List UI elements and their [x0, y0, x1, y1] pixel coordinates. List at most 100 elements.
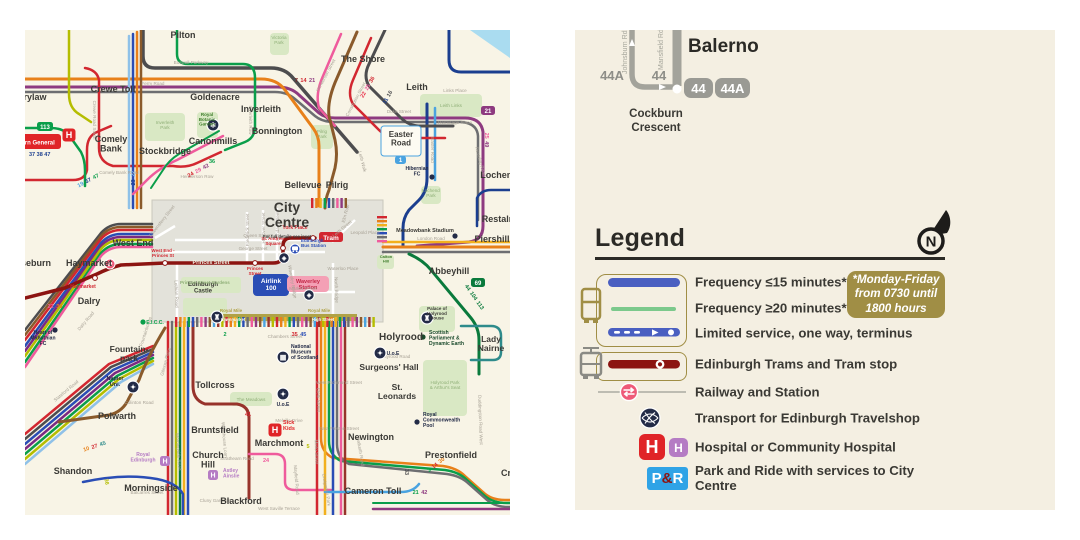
railway-glyph: ⇄	[107, 260, 112, 268]
street-label: Duke Street	[387, 109, 412, 114]
park-area	[230, 392, 272, 406]
legend-item-travelshop: Transport for Edinburgh Travelshop	[695, 410, 920, 426]
legend-item-tram: Edinburgh Trams and Tram stop	[695, 356, 898, 372]
route-tick	[250, 317, 253, 327]
service-hours-note: *Monday-Friday from 0730 until 1800 hour…	[847, 271, 945, 318]
route-numbers: 5	[306, 444, 309, 450]
route-tick	[225, 317, 228, 327]
place-label: Haymarket	[66, 258, 112, 268]
hospital-letter: H	[645, 436, 659, 457]
route-tick	[377, 224, 387, 227]
bus-glyph	[292, 250, 295, 253]
bus-route-line	[150, 130, 220, 189]
tram-line	[25, 236, 317, 300]
railway-line-sample	[598, 391, 686, 393]
compass-letter: N	[926, 234, 937, 251]
bus-route-line	[25, 347, 155, 441]
bus-route-line	[335, 320, 510, 509]
community-hospital-letter: H	[674, 440, 683, 455]
stop-name-line2: Crescent	[631, 122, 680, 134]
one-way-arrow-up-icon	[629, 39, 635, 46]
route-number-badge-text: 21	[485, 109, 492, 115]
hospital-letter: H	[162, 459, 167, 466]
place-label: St.Leonards	[378, 382, 417, 401]
place-label: Goldenacre	[190, 92, 240, 102]
poi-label: Royal Mile	[220, 308, 243, 313]
bus-route-line	[131, 134, 225, 196]
calton-hill-park	[377, 255, 394, 269]
street-label: Leopold Place	[350, 230, 380, 235]
railway-station-icon	[619, 382, 639, 402]
street-label: Henderson Row	[181, 174, 215, 179]
hospital-letter: H	[210, 473, 215, 480]
terminus-label: Balerno	[688, 36, 759, 57]
bus-route-line	[323, 482, 421, 494]
edinburgh-network-map: EasterRoadWestern GeneralAirlink100Waver…	[25, 30, 510, 515]
royal-mile-band	[211, 314, 357, 321]
landmark-icon	[373, 346, 387, 360]
poi-dot	[52, 327, 58, 333]
route-numbers: 21430	[427, 457, 447, 474]
poi-label: Meadowbank Stadium	[396, 228, 454, 234]
place-label: Dalry	[78, 296, 101, 306]
street-label: Hermitage Place	[438, 120, 472, 125]
airlink-badge	[253, 274, 289, 296]
route-tick	[284, 317, 287, 327]
route-tick	[275, 317, 279, 327]
bus-route-line	[25, 235, 154, 353]
bus-route-line	[191, 320, 251, 500]
street-label: Hanover Street	[261, 212, 266, 244]
tram-sample-box	[596, 352, 687, 381]
bus-route-line	[25, 232, 154, 348]
princes-street-gardens	[181, 277, 241, 293]
travelshop-glyph: ◈	[306, 292, 312, 299]
street-label: East Preston Street	[319, 426, 360, 431]
travelshop-glyph: ◈	[281, 255, 287, 262]
route-tick	[338, 317, 342, 327]
legend-item-freq20: Frequency ≥20 minutes*	[695, 300, 847, 316]
legend-item-hospital: Hospital or Community Hospital	[695, 439, 896, 455]
route-tick	[259, 317, 262, 327]
route-tick	[196, 317, 199, 327]
street-label: Dalkeith Road	[356, 437, 366, 467]
bus-route-line	[323, 30, 359, 210]
route-tick	[368, 317, 371, 327]
frequent-line-sample	[608, 278, 680, 287]
route-tick	[179, 317, 182, 327]
bus-route-line	[141, 30, 359, 154]
street-label: London Road	[417, 236, 445, 241]
place-label: Newington	[348, 432, 394, 442]
route-tick	[292, 317, 295, 327]
place-label: Cameron Toll	[345, 486, 402, 496]
bus-route-line	[316, 32, 343, 128]
legend-item-freq15: Frequency ≤15 minutes*	[695, 274, 847, 290]
bus-route-line	[327, 320, 510, 505]
route-tick	[327, 198, 331, 208]
street-label-left: Johnsburn Rd	[622, 30, 629, 74]
street-label: Dundas Street	[275, 211, 280, 241]
street-label: West Richmond Street	[316, 380, 363, 385]
route-tick	[187, 317, 190, 327]
street-label: Boswall Parkway	[174, 60, 209, 65]
route-tick	[336, 198, 339, 208]
poi-label: Haymarket	[70, 284, 96, 290]
north-compass-icon: N	[917, 210, 951, 255]
poi-label: Princes Street	[193, 260, 230, 266]
street-label: Lothian Road	[174, 280, 180, 308]
route-numbers: 2549	[483, 133, 489, 148]
street-label: Minto Street	[314, 439, 320, 465]
poi-label: E.I.C.C.	[146, 320, 164, 326]
bus-route-line	[447, 30, 510, 74]
railway-station-icon	[104, 258, 116, 270]
